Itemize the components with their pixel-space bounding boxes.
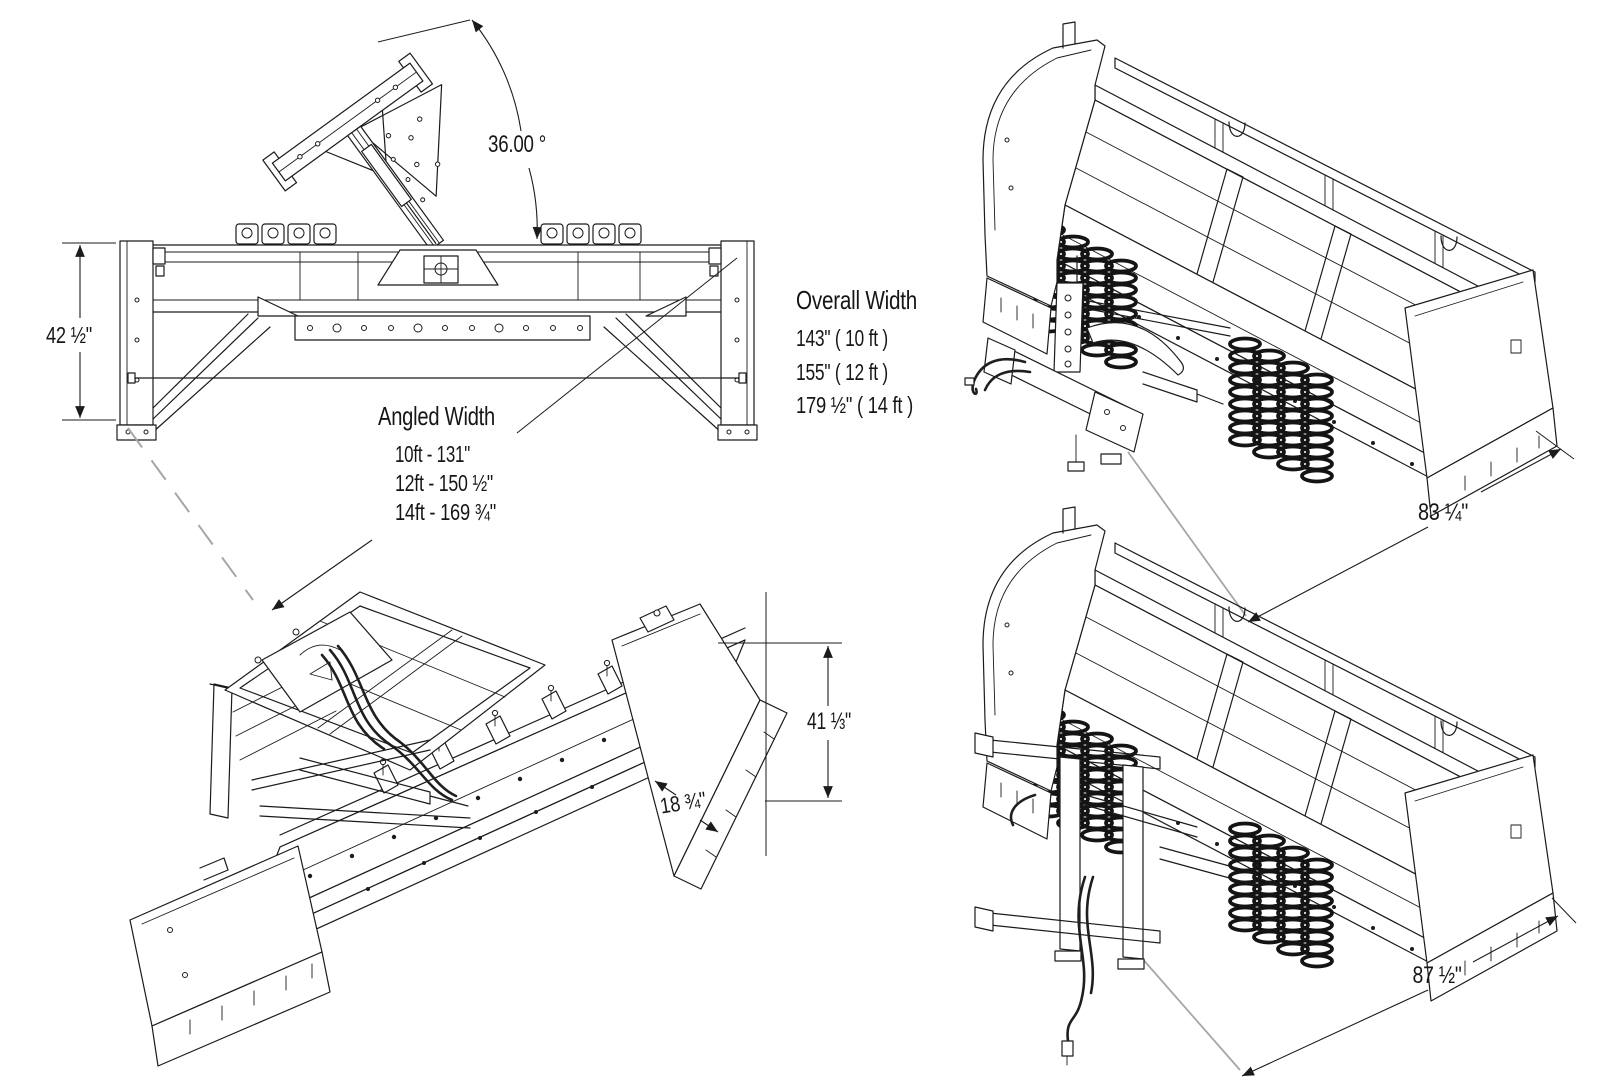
edge-depth-dimension: 18 ¾"	[654, 780, 719, 833]
depth-dimension-top: 83 ¼"	[1247, 430, 1575, 623]
blade-body	[151, 244, 723, 434]
iso-view-bottom-right	[974, 507, 1557, 1066]
projection-line-left	[127, 427, 254, 601]
left-side-plate	[116, 240, 166, 441]
overall-width-label: Overall Width 143" ( 10 ft ) 155" ( 12 f…	[796, 285, 917, 418]
depth-top-value: 83 ¼"	[1418, 499, 1468, 526]
height-value: 42 ½"	[46, 322, 92, 348]
projection-line-bottom-right	[1139, 955, 1241, 1071]
projection-line-top-right	[1127, 451, 1247, 617]
angle-value: 36.00 °	[488, 131, 546, 158]
rear-blade	[243, 627, 746, 963]
depth-dimension-bottom: 87 ½"	[1241, 897, 1577, 1077]
angled-width-pointer-arrow	[271, 539, 373, 611]
angled-width-12ft: 12ft - 150 ½"	[395, 470, 493, 496]
angle-dimension: 36.00 °	[377, 19, 546, 240]
trip-spring-boxes	[235, 223, 642, 245]
fork-mount-assembly	[974, 732, 1284, 1066]
angled-width-leader-line	[516, 257, 738, 434]
rear-height-dimension: 41 ⅓"	[718, 642, 851, 802]
angled-width-14ft: 14ft - 169 ¾"	[395, 499, 496, 525]
iso-view-top-right	[964, 22, 1557, 516]
front-view: 36.00 °	[46, 19, 758, 441]
right-side-plate	[708, 240, 758, 441]
quick-attach-frame	[209, 591, 546, 829]
height-dimension: 42 ½"	[46, 242, 116, 421]
angled-width-title: Angled Width	[378, 401, 495, 431]
angled-width-10ft: 10ft - 131"	[395, 441, 470, 467]
far-end-plate	[611, 592, 788, 890]
rear-height-value: 41 ⅓"	[807, 708, 851, 735]
near-end-plate	[129, 845, 331, 1067]
overall-width-title: Overall Width	[796, 285, 917, 315]
mount-assembly-top-right	[964, 252, 1231, 472]
overall-width-14ft: 179 ½" ( 14 ft )	[796, 392, 913, 418]
quick-attach-mast	[262, 52, 445, 251]
iso-view-rear-left: 41 ⅓" 18 ¾"	[129, 591, 851, 1067]
angled-width-label: Angled Width 10ft - 131" 12ft - 150 ½" 1…	[378, 401, 496, 525]
overall-width-10ft: 143" ( 10 ft )	[796, 325, 888, 351]
overall-width-12ft: 155" ( 12 ft )	[796, 359, 888, 385]
depth-bottom-value: 87 ½"	[1413, 962, 1462, 989]
